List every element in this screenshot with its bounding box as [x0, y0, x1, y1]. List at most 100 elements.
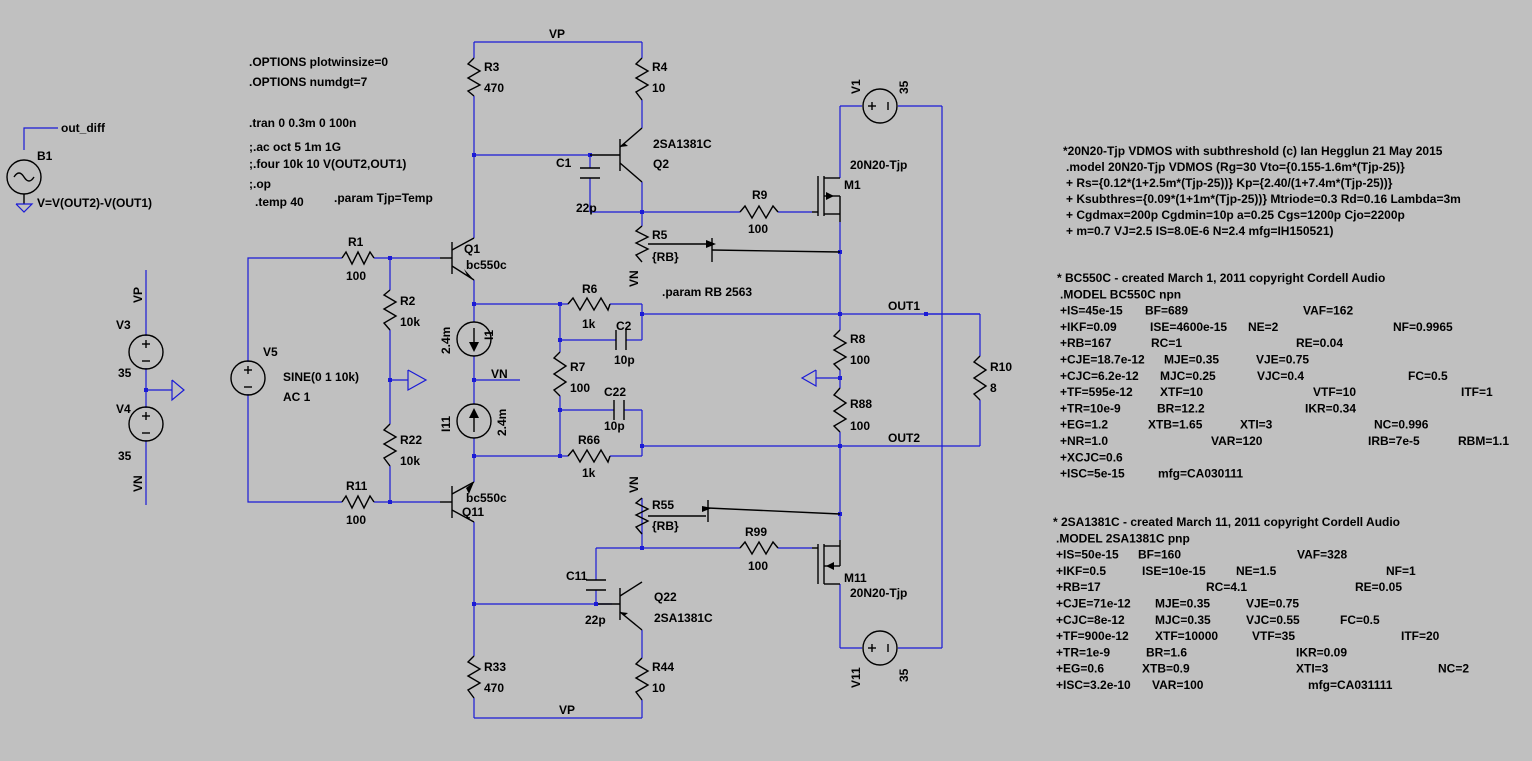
c22-capacitor[interactable]	[613, 400, 625, 420]
q22-pnp-transistor[interactable]	[598, 581, 643, 631]
model-line: XTF=10000	[1155, 629, 1218, 643]
net-label-vp-bottom[interactable]: VP	[559, 703, 575, 717]
model-line: +IKF=0.09	[1060, 320, 1117, 334]
directive-options-numdgt[interactable]: .OPTIONS numdgt=7	[249, 75, 368, 89]
c2-capacitor[interactable]	[615, 330, 627, 350]
i11-current-source[interactable]	[456, 403, 492, 439]
model-line: VJC=0.4	[1257, 369, 1304, 383]
v1-source-symbol[interactable]	[862, 88, 898, 124]
c2-value: 10p	[614, 353, 635, 367]
c11-capacitor[interactable]	[586, 579, 606, 591]
net-label-vn-r55[interactable]: VN	[627, 476, 641, 493]
v3-value: 35	[118, 366, 132, 380]
v3-ref: V3	[116, 318, 131, 332]
v5-source-symbol[interactable]	[230, 360, 266, 396]
q11-npn-transistor[interactable]	[440, 481, 475, 523]
model-line: MJE=0.35	[1164, 353, 1219, 367]
r8-resistor[interactable]	[832, 329, 848, 371]
directive-ac[interactable]: ;.ac oct 5 1m 1G	[249, 140, 341, 154]
model-line: BF=689	[1145, 304, 1188, 318]
model-line: +EG=0.6	[1056, 662, 1104, 676]
q1-npn-transistor[interactable]	[440, 237, 475, 281]
model-bc550c-text[interactable]: * BC550C - created March 1, 2011 copyrig…	[1057, 271, 1509, 481]
c1-value: 22p	[576, 201, 597, 215]
model-line: VJE=0.75	[1256, 353, 1309, 367]
directive-param-rb[interactable]: .param RB 2563	[662, 285, 752, 299]
r1-resistor[interactable]	[341, 250, 375, 266]
model-vdmos-text[interactable]: *20N20-Tjp VDMOS with subthreshold (c) I…	[1063, 144, 1461, 238]
q2-pnp-transistor[interactable]	[590, 127, 643, 183]
r8-value: 100	[850, 353, 870, 367]
net-label-vp-top[interactable]: VP	[549, 27, 565, 41]
r2-resistor[interactable]	[382, 289, 398, 331]
r5-wiper[interactable]	[648, 238, 841, 262]
model-line: NF=1	[1386, 564, 1416, 578]
net-label-out2[interactable]: OUT2	[888, 431, 920, 445]
model-line: RE=0.05	[1355, 580, 1402, 594]
r1-value: 100	[346, 269, 366, 283]
net-label-vp-source[interactable]: VP	[131, 287, 145, 303]
m11-ref: M11	[844, 571, 867, 585]
directive-param-tjp[interactable]: .param Tjp=Temp	[334, 191, 433, 205]
v11-source-symbol[interactable]	[862, 630, 898, 666]
c11-value: 22p	[585, 613, 606, 627]
i11-ref: I11	[439, 416, 453, 432]
i1-current-source[interactable]	[456, 321, 492, 357]
model-line: VAR=100	[1152, 678, 1204, 692]
r66-resistor[interactable]	[567, 448, 611, 464]
r22-resistor[interactable]	[382, 423, 398, 467]
r5-value: {RB}	[652, 250, 679, 264]
r1-ref: R1	[348, 235, 364, 249]
r33-resistor[interactable]	[466, 655, 482, 699]
r9-ref: R9	[752, 188, 768, 202]
directive-tran[interactable]: .tran 0 0.3m 0 100n	[249, 116, 356, 130]
r5-resistor[interactable]	[634, 225, 650, 263]
model-line: + Cgdmax=200p Cgdmin=10p a=0.25 Cgs=1200…	[1066, 208, 1405, 222]
r11-resistor[interactable]	[341, 494, 375, 510]
m11-model: 20N20-Tjp	[850, 586, 907, 600]
r99-resistor[interactable]	[739, 540, 779, 556]
model-line: NC=0.996	[1374, 418, 1429, 432]
model-line: VTF=35	[1252, 629, 1295, 643]
r4-resistor[interactable]	[634, 57, 650, 101]
directive-four[interactable]: ;.four 10k 10 V(OUT2,OUT1)	[249, 157, 406, 171]
m11-mosfet[interactable]	[812, 540, 841, 585]
net-label-vn-r5[interactable]: VN	[627, 270, 641, 287]
model-line: XTB=1.65	[1148, 418, 1203, 432]
q11-ref: Q11	[462, 505, 484, 519]
net-label-out1[interactable]: OUT1	[888, 299, 920, 313]
r55-wiper[interactable]	[648, 500, 841, 522]
m1-mosfet[interactable]	[812, 176, 841, 222]
model-line: +EG=1.2	[1060, 418, 1108, 432]
directive-temp[interactable]: .temp 40	[255, 195, 304, 209]
net-label-vn-source[interactable]: VN	[131, 475, 145, 492]
model-2sa1381c-text[interactable]: * 2SA1381C - created March 11, 2011 copy…	[1053, 515, 1469, 692]
r22-value: 10k	[400, 454, 420, 468]
v4-source-symbol[interactable]	[128, 406, 164, 442]
model-line: +CJE=71e-12	[1056, 597, 1131, 611]
r10-resistor[interactable]	[972, 355, 988, 401]
directive-options-plotwinsize[interactable]: .OPTIONS plotwinsize=0	[249, 55, 388, 69]
c22-ref: C22	[604, 385, 626, 399]
directive-op[interactable]: ;.op	[249, 177, 271, 191]
c2-ref: C2	[616, 319, 632, 333]
r88-resistor[interactable]	[832, 387, 848, 433]
net-label-out-diff[interactable]: out_diff	[61, 121, 106, 135]
r6-resistor[interactable]	[567, 296, 611, 312]
net-label-vn-mid[interactable]: VN	[491, 367, 508, 381]
c1-capacitor[interactable]	[580, 167, 600, 179]
r9-value: 100	[748, 222, 768, 236]
model-line: MJE=0.35	[1155, 597, 1210, 611]
b1-source-symbol[interactable]	[6, 159, 42, 204]
r66-value: 1k	[582, 466, 596, 480]
model-line: FC=0.5	[1340, 613, 1380, 627]
r9-resistor[interactable]	[739, 204, 779, 220]
r7-resistor[interactable]	[552, 351, 568, 397]
r44-resistor[interactable]	[634, 657, 650, 701]
q22-model: 2SA1381C	[654, 611, 713, 625]
model-line: VAF=162	[1303, 304, 1353, 318]
v3-source-symbol[interactable]	[128, 334, 164, 370]
r55-resistor[interactable]	[634, 497, 650, 535]
r3-resistor[interactable]	[466, 57, 482, 97]
